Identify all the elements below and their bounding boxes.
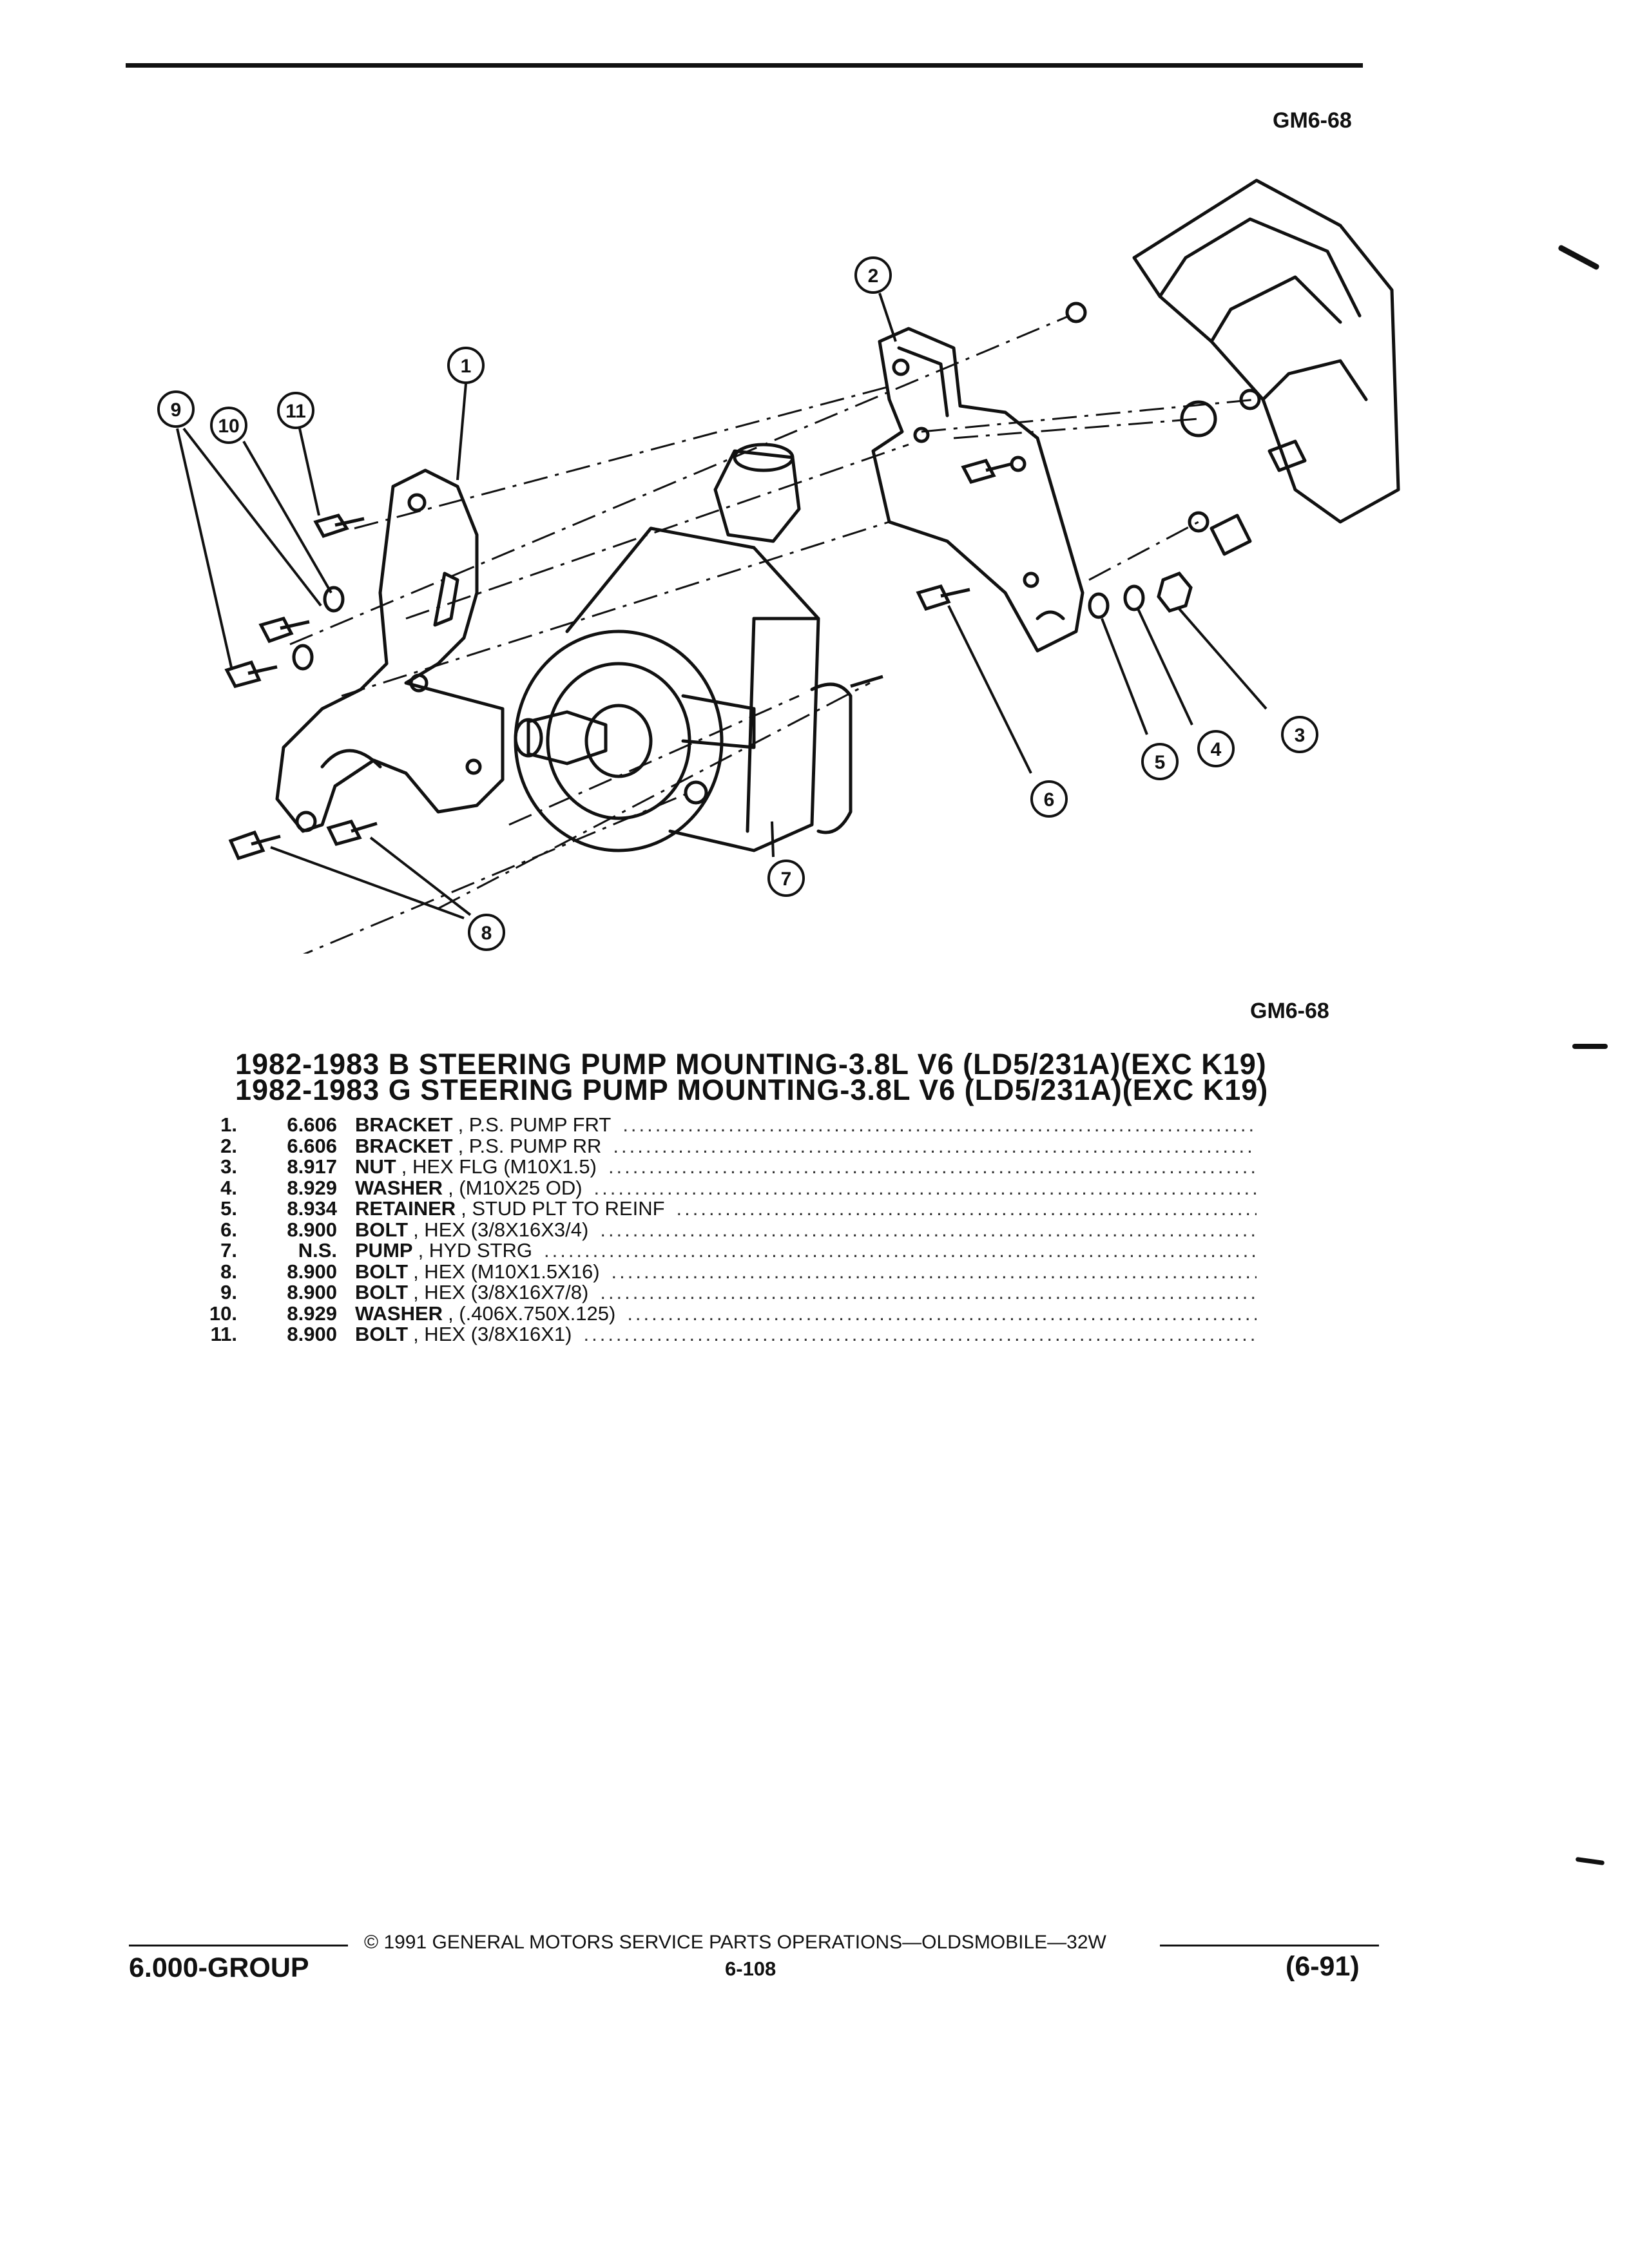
part-number: 3. — [220, 1155, 237, 1178]
top-rule — [126, 63, 1363, 68]
callout-1: 1 — [461, 356, 472, 377]
part-name: PUMP — [355, 1239, 413, 1262]
dot-leader: ........................................… — [676, 1197, 1257, 1220]
page-title-g: 1982-1983 G STEERING PUMP MOUNTING-3.8L … — [235, 1073, 1269, 1106]
callout-8: 8 — [481, 923, 492, 944]
part-name: NUT — [355, 1155, 396, 1178]
parts-row: 9. 8.900 BOLT, HEX (3/8X16X7/8)...........… — [187, 1281, 1257, 1303]
part-number: 9. — [220, 1281, 237, 1303]
part-group-code: 8.929 — [287, 1176, 337, 1199]
part-group-code: 6.606 — [287, 1113, 337, 1136]
exploded-diagram: 9 10 11 1 2 3 4 5 6 7 8 — [157, 178, 1400, 954]
part-name: BOLT — [355, 1323, 409, 1345]
callout-2: 2 — [868, 265, 879, 287]
callout-11: 11 — [285, 401, 306, 422]
parts-row: 8. 8.900 BOLT, HEX (M10X1.5X16)...........… — [187, 1260, 1257, 1283]
part-name: BOLT — [355, 1260, 409, 1283]
part-number: 1. — [220, 1113, 237, 1136]
dot-leader: ........................................… — [627, 1302, 1257, 1325]
dot-leader: ........................................… — [600, 1218, 1257, 1241]
part-name: WASHER — [355, 1176, 443, 1199]
part-name: BRACKET — [355, 1113, 453, 1136]
figure-code-bottom: GM6-68 — [1250, 999, 1329, 1023]
parts-row: 10. 8.929 WASHER, (.406X.750X.125)........… — [187, 1302, 1257, 1325]
part-number: 4. — [220, 1176, 237, 1199]
parts-row: 1. 6.606 BRACKET, P.S. PUMP FRT...........… — [187, 1113, 1257, 1136]
rear-bracket-drawing — [871, 327, 1084, 653]
figure-code-top: GM6-68 — [1273, 108, 1352, 133]
part-number: 10. — [209, 1302, 237, 1325]
parts-row: 11. 8.900 BOLT, HEX (3/8X16X1)............… — [187, 1323, 1257, 1345]
footer-rule-left — [129, 1945, 348, 1946]
part-group-code: N.S. — [298, 1239, 337, 1262]
dot-leader: ........................................… — [613, 1134, 1257, 1157]
dot-leader: ........................................… — [543, 1239, 1257, 1262]
page-number: 6-108 — [725, 1957, 776, 1980]
part-description: , P.S. PUMP FRT — [458, 1113, 612, 1136]
part-description: , HEX FLG (M10X1.5) — [401, 1155, 597, 1178]
callout-3: 3 — [1295, 725, 1306, 746]
part-description: , (.406X.750X.125) — [448, 1302, 616, 1325]
part-name: WASHER — [355, 1302, 443, 1325]
part-description: , HEX (3/8X16X7/8) — [413, 1281, 589, 1303]
part-description: , HEX (3/8X16X1) — [413, 1323, 572, 1345]
part-group-code: 8.934 — [287, 1197, 337, 1220]
parts-row: 4. 8.929 WASHER, (M10X25 OD)..............… — [187, 1176, 1257, 1199]
part-number: 5. — [220, 1197, 237, 1220]
group-code: 6.000-GROUP — [129, 1952, 309, 1983]
part-description: , P.S. PUMP RR — [458, 1134, 602, 1157]
dot-leader: ........................................… — [583, 1323, 1257, 1345]
callout-6: 6 — [1044, 789, 1055, 811]
footer-rule-right — [1160, 1945, 1379, 1946]
dot-leader: ........................................… — [611, 1260, 1257, 1283]
page-title-b: 1982-1983 B STEERING PUMP MOUNTING-3.8L … — [235, 1048, 1267, 1081]
part-description: , HEX (3/8X16X3/4) — [413, 1218, 589, 1241]
part-name: BOLT — [355, 1281, 409, 1303]
dot-leader: ........................................… — [600, 1281, 1257, 1303]
parts-row: 7. N.S. PUMP, HYD STRG....................… — [187, 1239, 1257, 1262]
engine-block-drawing — [1065, 178, 1400, 556]
callout-4: 4 — [1211, 739, 1222, 760]
part-description: , STUD PLT TO REINF — [461, 1197, 665, 1220]
part-group-code: 8.900 — [287, 1323, 337, 1345]
pump-drawing — [514, 443, 853, 852]
part-number: 2. — [220, 1134, 237, 1157]
part-group-code: 6.606 — [287, 1134, 337, 1157]
dot-leader: ........................................… — [608, 1155, 1257, 1178]
part-number: 7. — [220, 1239, 237, 1262]
part-description: , (M10X25 OD) — [448, 1176, 583, 1199]
parts-row: 3. 8.917 NUT, HEX FLG (M10X1.5)...........… — [187, 1155, 1257, 1178]
part-number: 8. — [220, 1260, 237, 1283]
part-group-code: 8.917 — [287, 1155, 337, 1178]
scan-mark — [1557, 244, 1601, 271]
callout-5: 5 — [1155, 752, 1166, 773]
part-name: BRACKET — [355, 1134, 453, 1157]
parts-row: 6. 8.900 BOLT, HEX (3/8X16X3/4)...........… — [187, 1218, 1257, 1241]
dot-leader: ........................................… — [593, 1176, 1257, 1199]
parts-row: 2. 6.606 BRACKET, P.S. PUMP RR............… — [187, 1134, 1257, 1157]
dot-leader: ........................................… — [622, 1113, 1257, 1136]
part-group-code: 8.929 — [287, 1302, 337, 1325]
part-name: BOLT — [355, 1218, 409, 1241]
callout-9: 9 — [171, 399, 182, 421]
part-group-code: 8.900 — [287, 1281, 337, 1303]
scan-mark — [1572, 1044, 1608, 1049]
assembly-lines — [289, 314, 1257, 954]
date-code: (6-91) — [1286, 1951, 1360, 1982]
scan-mark — [1575, 1856, 1605, 1866]
part-number: 11. — [210, 1323, 237, 1345]
part-number: 6. — [220, 1218, 237, 1241]
part-group-code: 8.900 — [287, 1260, 337, 1283]
callout-7: 7 — [781, 869, 792, 890]
part-group-code: 8.900 — [287, 1218, 337, 1241]
part-description: , HEX (M10X1.5X16) — [413, 1260, 600, 1283]
copyright-notice: © 1991 GENERAL MOTORS SERVICE PARTS OPER… — [364, 1932, 1106, 1953]
part-description: , HYD STRG — [418, 1239, 532, 1262]
part-name: RETAINER — [355, 1197, 456, 1220]
parts-row: 5. 8.934 RETAINER, STUD PLT TO REINF......… — [187, 1197, 1257, 1220]
callout-10: 10 — [218, 416, 239, 437]
